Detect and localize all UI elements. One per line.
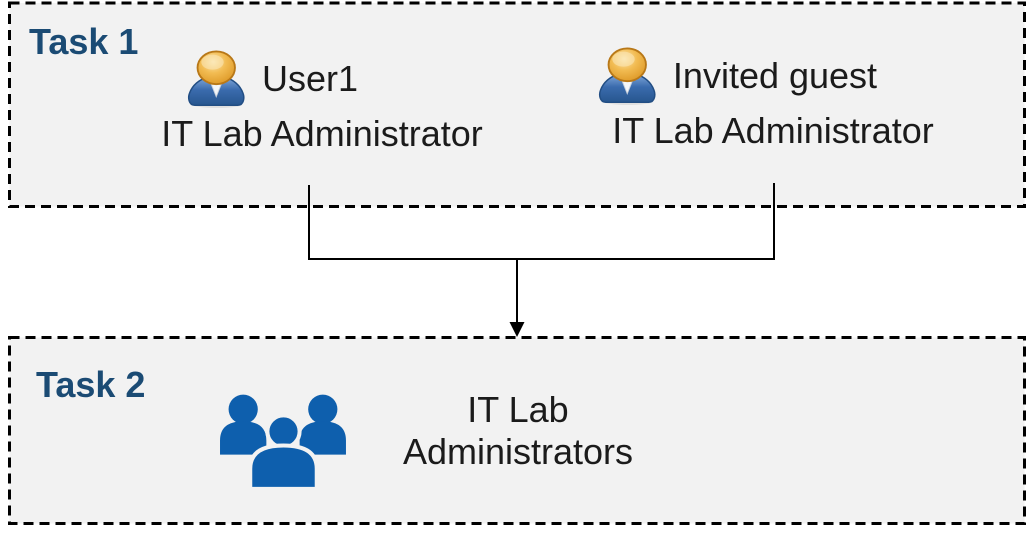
persona-user1-header: User1 [186,50,358,108]
arrow-down-icon [509,322,525,337]
group-icon-wrap [218,392,351,491]
persona-user1: User1 IT Lab Administrator [161,50,483,154]
task2-label: Task 2 [36,364,146,405]
person-bust-icon [598,47,656,105]
persona-user1-role: IT Lab Administrator [161,113,483,154]
persona-invited-guest-name: Invited guest [672,55,878,97]
task1-box [8,1,1026,208]
persona-user1-name: User1 [261,58,359,100]
group-name: IT Lab Administrators [402,389,634,472]
persona-invited-guest-role: IT Lab Administrator [612,110,934,151]
task2-box [8,336,1026,525]
persona-invited-guest: Invited guest IT Lab Administrator [598,47,934,151]
task1-label: Task 1 [29,21,139,62]
people-group-icon [220,394,346,491]
person-bust-icon [187,50,245,108]
merge-connector [308,183,775,325]
persona-invited-guest-header: Invited guest [597,47,877,105]
